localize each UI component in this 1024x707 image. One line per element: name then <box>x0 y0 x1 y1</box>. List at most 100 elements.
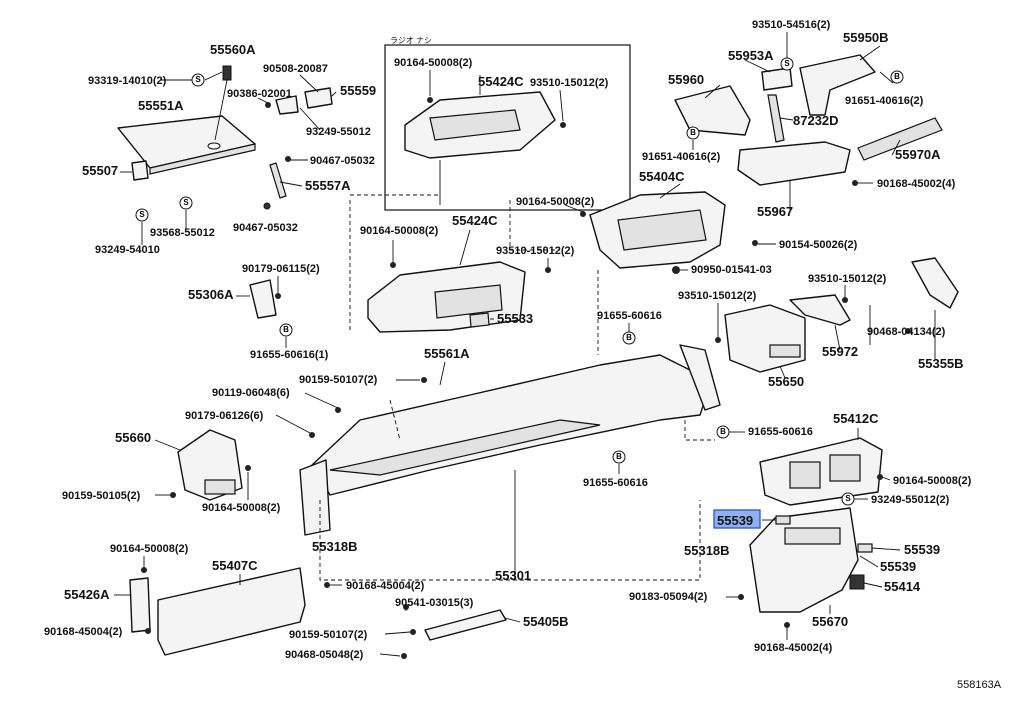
svg-text:B: B <box>720 427 726 436</box>
label-55953A: 55953A <box>728 48 774 63</box>
label-91655-60616-r: 91655-60616 <box>748 426 813 438</box>
hose-55970A-shape <box>857 117 943 161</box>
figure-id: 558163A <box>957 679 1002 691</box>
label-90386-02001: 90386-02001 <box>227 88 292 100</box>
vent-55650-shape <box>724 304 806 373</box>
duct-55950B-shape <box>799 54 876 116</box>
label-55306A: 55306A <box>188 287 234 302</box>
label-90164-50008-left: 90164-50008(2) <box>360 225 439 237</box>
duct-55953A-shape <box>761 67 793 91</box>
label-90168-45004-a: 90168-45004(2) <box>346 580 425 592</box>
svg-text:S: S <box>784 59 790 68</box>
label-90468-05048: 90468-05048(2) <box>285 649 364 661</box>
glove-box-lid-edge <box>149 143 256 175</box>
label-55355B: 55355B <box>918 356 964 371</box>
highlight-box-55539 <box>713 509 761 529</box>
label-90508-20087: 90508-20087 <box>263 63 328 75</box>
label-55970A: 55970A <box>895 147 941 162</box>
label-55424C-box: 55424C <box>478 74 524 89</box>
svg-text:S: S <box>845 494 851 503</box>
label-93568-55012: 93568-55012 <box>150 227 215 239</box>
label-55539-a: 55539 <box>904 542 940 557</box>
svg-text:B: B <box>626 333 632 342</box>
label-55318B-left: 55318B <box>312 539 358 554</box>
symbol-b-4: B <box>622 331 636 345</box>
lock-cylinder-shape <box>222 65 232 81</box>
label-91655-60616-bot: 91655-60616 <box>583 477 648 489</box>
label-90154-50026: 90154-50026(2) <box>779 239 858 251</box>
label-90179-06126: 90179-06126(6) <box>185 410 264 422</box>
label-90159-50107-b: 90159-50107(2) <box>289 629 368 641</box>
label-55426A: 55426A <box>64 587 110 602</box>
panel-55670-shape <box>749 507 859 613</box>
label-93510-15012-right: 93510-15012(2) <box>678 290 757 302</box>
label-90164-50008-box: 90164-50008(2) <box>394 57 473 69</box>
label-90164-50008-r: 90164-50008(2) <box>893 475 972 487</box>
bracket-55426A-shape <box>129 577 151 633</box>
glove-box-lid-lock <box>207 142 221 150</box>
label-93249-54010: 93249-54010 <box>95 244 160 256</box>
label-55561A: 55561A <box>424 346 470 361</box>
label-93510-15012-far: 93510-15012(2) <box>808 273 887 285</box>
trim-55405B-shape <box>424 609 507 641</box>
label-55412C: 55412C <box>833 411 879 426</box>
symbol-s-1: S <box>191 73 205 87</box>
label-55560A: 55560A <box>210 42 256 57</box>
hinge-shape <box>304 87 333 109</box>
label-55404C: 55404C <box>639 169 685 184</box>
label-90159-50105: 90159-50105(2) <box>62 490 141 502</box>
switch-55539-a-shape <box>857 543 873 553</box>
symbol-s-5: S <box>841 492 855 506</box>
label-87232D: 87232D <box>793 113 839 128</box>
symbol-b-6: B <box>612 450 626 464</box>
symbol-b-1: B <box>890 70 904 84</box>
label-55660: 55660 <box>115 430 151 445</box>
symbol-b-5: B <box>716 425 730 439</box>
label-90164-50008-bl: 90164-50008(2) <box>202 502 281 514</box>
svg-text:B: B <box>616 452 622 461</box>
label-93510-54516: 93510-54516(2) <box>752 19 831 31</box>
radio-box-caption: ラジオ ナシ <box>390 36 432 45</box>
bracket-55533-shape <box>469 312 490 328</box>
svg-text:B: B <box>894 72 900 81</box>
label-90541-03015: 90541-03015(3) <box>395 597 474 609</box>
label-55414: 55414 <box>884 579 921 594</box>
symbol-s-2: S <box>179 196 193 210</box>
label-91651-40616-b: 91651-40616(2) <box>642 151 721 163</box>
label-55972: 55972 <box>822 344 858 359</box>
hose-87232D-shape <box>767 94 785 143</box>
side-panel-right-shape <box>679 344 721 411</box>
svg-text:S: S <box>183 198 189 207</box>
label-90179-06115: 90179-06115(2) <box>242 263 320 275</box>
label-90467-05032-b: 90467-05032 <box>233 222 298 234</box>
switch-55414-shape <box>849 574 865 590</box>
label-55301: 55301 <box>495 568 531 583</box>
label-90168-45002-a: 90168-45002(4) <box>877 178 956 190</box>
svg-text:S: S <box>139 210 145 219</box>
label-55539-highlighted[interactable]: 55539 <box>717 513 753 528</box>
symbol-s-4: S <box>780 57 794 71</box>
side-panel-left-shape <box>299 459 331 536</box>
label-91655-60616-1: 91655-60616(1) <box>250 349 329 361</box>
label-55405B: 55405B <box>523 614 569 629</box>
label-55967: 55967 <box>757 204 793 219</box>
label-90467-05032-a: 90467-05032 <box>310 155 375 167</box>
cover-55407C-shape <box>157 567 306 656</box>
duct-55960-shape <box>674 85 751 136</box>
label-90119-06048: 90119-06048(6) <box>212 387 290 399</box>
panel-55355B-shape <box>911 257 959 309</box>
label-93249-55012-b: 93249-55012(2) <box>871 494 950 506</box>
duct-55967-shape <box>737 141 851 186</box>
label-55318B-right: 55318B <box>684 543 730 558</box>
label-90159-50107-2: 90159-50107(2) <box>299 374 378 386</box>
label-55539-b: 55539 <box>880 559 916 574</box>
bracket-55306A-shape <box>249 279 277 319</box>
label-93319-14010: 93319-14010(2) <box>88 75 167 87</box>
label-93249-55012-a: 93249-55012 <box>306 126 371 138</box>
label-93510-15012-mid: 93510-15012(2) <box>496 245 575 257</box>
bracket-55507-shape <box>131 160 149 181</box>
duct-55972-shape <box>789 294 851 326</box>
label-55533: 55533 <box>497 311 533 326</box>
symbol-s-3: S <box>135 208 149 222</box>
label-55670: 55670 <box>812 614 848 629</box>
